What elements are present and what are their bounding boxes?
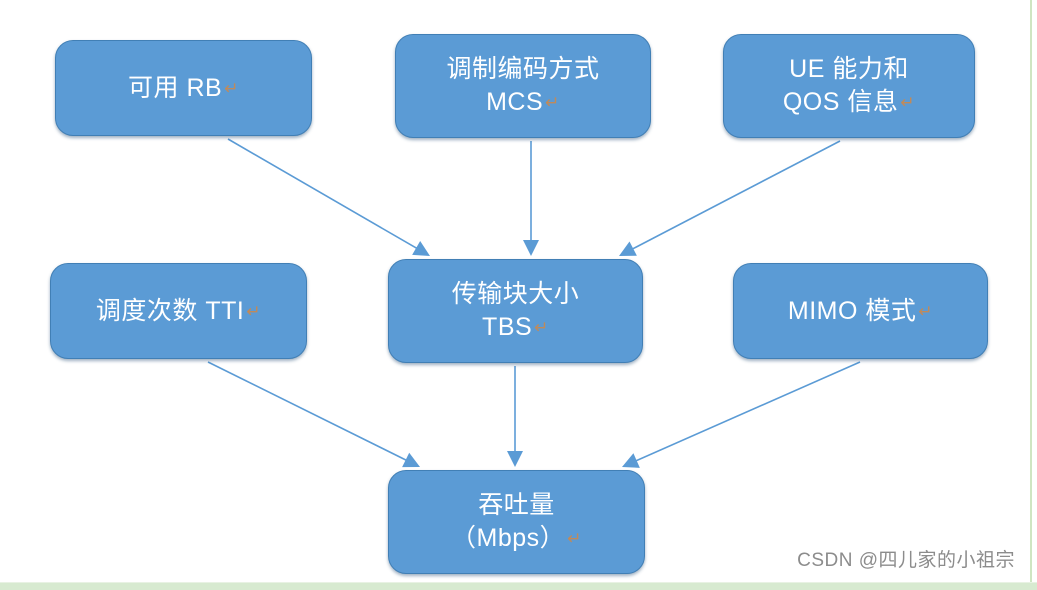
node-label-ue: UE 能力和 QOS 信息↵: [782, 55, 916, 116]
arrow-mcs-to-tbs: [523, 141, 539, 256]
paragraph-mark-icon: ↵: [224, 78, 239, 98]
arrow-mimo-to-throughput: [622, 361, 861, 468]
node-label-tti: 调度次数 TTI↵: [95, 296, 262, 325]
arrow-tbs-to-throughput: [507, 366, 523, 467]
page-edge-bottom: [0, 583, 1037, 590]
node-label-mimo: MIMO 模式↵: [787, 296, 934, 325]
arrow-tti-to-throughput: [207, 361, 420, 468]
watermark: CSDN @四儿家的小祖宗: [797, 550, 1015, 571]
node-label-mcs: 调制编码方式 MCS↵: [446, 55, 600, 116]
paragraph-mark-icon: ↵: [545, 93, 560, 112]
node-rb[interactable]: 可用 RB↵: [55, 40, 312, 136]
node-tti[interactable]: 调度次数 TTI↵: [50, 263, 307, 359]
arrow-ue-to-tbs: [619, 140, 841, 256]
paragraph-mark-icon: ↵: [246, 301, 262, 321]
node-tbs[interactable]: 传输块大小 TBS↵: [388, 259, 643, 363]
node-mcs[interactable]: 调制编码方式 MCS↵: [395, 34, 651, 138]
paragraph-mark-icon: ↵: [918, 301, 934, 321]
paragraph-mark-icon: ↵: [900, 93, 916, 112]
page-edge-right: [1030, 0, 1032, 590]
paragraph-mark-icon: ↵: [567, 529, 582, 548]
paragraph-mark-icon: ↵: [534, 318, 549, 337]
arrow-rb-to-tbs: [227, 138, 430, 256]
node-throughput[interactable]: 吞吐量 （Mbps）↵: [388, 470, 645, 574]
node-mimo[interactable]: MIMO 模式↵: [733, 263, 988, 359]
node-label-throughput: 吞吐量 （Mbps）↵: [451, 491, 582, 552]
node-label-tbs: 传输块大小 TBS↵: [451, 280, 580, 341]
node-label-rb: 可用 RB↵: [128, 73, 239, 102]
page-edge-bottom-line: [0, 582, 1037, 583]
node-ue[interactable]: UE 能力和 QOS 信息↵: [723, 34, 975, 138]
